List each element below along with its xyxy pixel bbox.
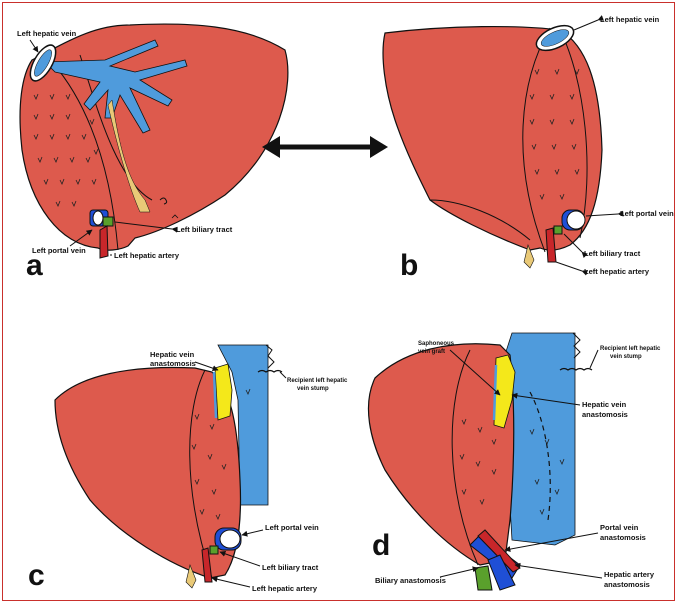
label-hepatic-vein-anastomosis-c-1: Hepatic vein (150, 350, 195, 359)
label-recipient-stump-d-1: Recipient left hepatic (600, 346, 661, 352)
left-hepatic-artery-a (100, 226, 108, 258)
label-portal-vein-anastomosis-d-1: Portal vein (600, 523, 639, 532)
label-left-portal-vein-c: Left portal vein (265, 523, 319, 532)
panel-a: Left hepatic vein Left biliary tract Lef… (17, 24, 288, 282)
label-left-portal-vein-b: Left portal vein (620, 209, 674, 218)
panel-letter-c: c (28, 559, 45, 592)
left-biliary-tract-a (103, 217, 113, 226)
liver-left-lobe-a (20, 24, 288, 250)
label-hepatic-vein-anastomosis-c-2: anastomosis (150, 359, 196, 368)
panel-letter-a: a (26, 249, 43, 282)
label-left-hepatic-artery-c: Left hepatic artery (252, 584, 318, 593)
label-recipient-stump-d-2: vein stump (610, 354, 642, 360)
label-hepatic-artery-anastomosis-d-2: anastomosis (604, 580, 650, 589)
double-arrow (262, 136, 388, 158)
label-hepatic-artery-anastomosis-d-1: Hepatic artery (604, 570, 655, 579)
label-left-biliary-tract-a: Left biliary tract (176, 225, 233, 234)
label-left-hepatic-vein-b: Left hepatic vein (600, 15, 660, 24)
panel-b: Left hepatic vein Left portal vein Left … (383, 15, 674, 282)
label-left-biliary-tract-c: Left biliary tract (262, 563, 319, 572)
label-recipient-stump-c-1: Recipient left hepatic (287, 378, 348, 384)
label-hepatic-vein-anastomosis-d-2: anastomosis (582, 410, 628, 419)
left-biliary-tract-c (210, 546, 218, 554)
label-left-biliary-tract-b: Left biliary tract (584, 249, 641, 258)
label-saphenous-d-2: vein graft (418, 349, 445, 355)
panel-c: Hepatic vein anastomosis Recipient left … (28, 345, 348, 593)
hepatic-vein-anastomosis-c (215, 364, 232, 420)
panel-letter-b: b (400, 249, 418, 282)
label-portal-vein-anastomosis-d-2: anastomosis (600, 533, 646, 542)
label-hepatic-vein-anastomosis-d-1: Hepatic vein (582, 400, 627, 409)
label-left-hepatic-vein-a: Left hepatic vein (17, 29, 77, 38)
label-left-hepatic-artery-a: Left hepatic artery (114, 251, 180, 260)
label-saphenous-d-1: Saphoneous (418, 341, 455, 347)
panel-d: Saphoneous vein graft Recipient left hep… (368, 333, 661, 590)
label-recipient-stump-c-2: vein stump (297, 386, 329, 392)
biliary-anastomosis-d (475, 566, 492, 590)
label-biliary-anastomosis-d: Biliary anastomosis (375, 576, 446, 585)
left-biliary-tract-b (554, 226, 562, 234)
panel-letter-d: d (372, 529, 390, 562)
label-left-hepatic-artery-b: Left hepatic artery (584, 267, 650, 276)
